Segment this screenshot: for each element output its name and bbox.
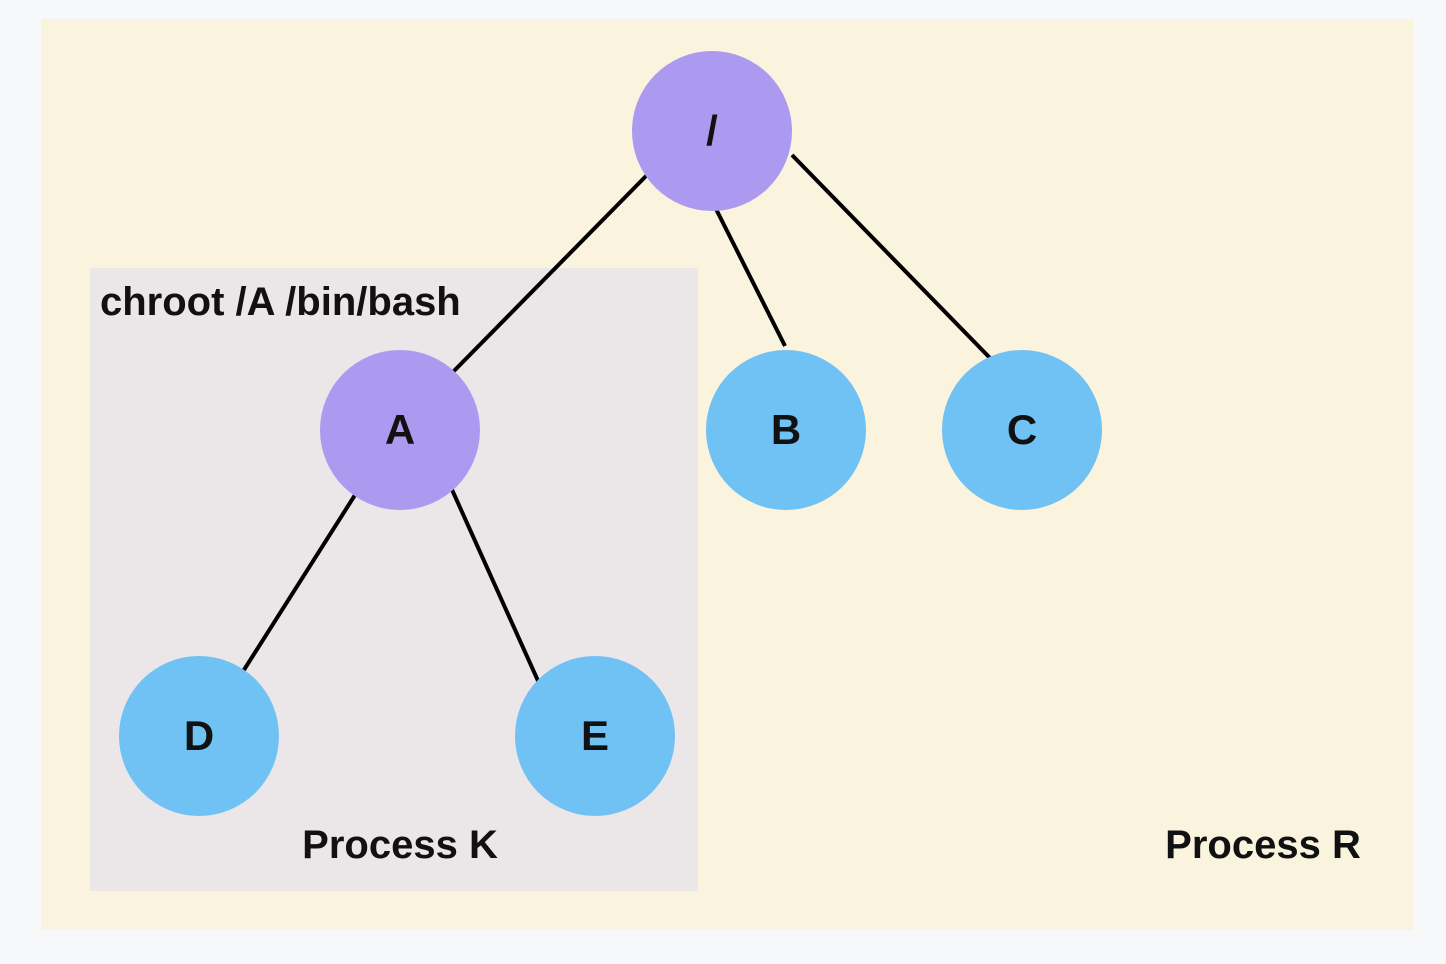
tree-node-D: D <box>119 656 279 816</box>
process-k-label: Process K <box>302 823 498 867</box>
tree-node-E: E <box>515 656 675 816</box>
chroot-command-label: chroot /A /bin/bash <box>100 280 461 324</box>
tree-node-A: A <box>320 350 480 510</box>
process-r-label: Process R <box>1165 823 1361 867</box>
tree-node-root: / <box>632 51 792 211</box>
node-label-A: A <box>384 406 416 453</box>
node-label-root: / <box>706 107 718 154</box>
tree-node-C: C <box>942 350 1102 510</box>
node-label-C: C <box>1006 406 1038 453</box>
node-label-B: B <box>770 406 802 453</box>
tree-node-B: B <box>706 350 866 510</box>
node-label-E: E <box>580 712 609 759</box>
node-label-D: D <box>183 712 215 759</box>
